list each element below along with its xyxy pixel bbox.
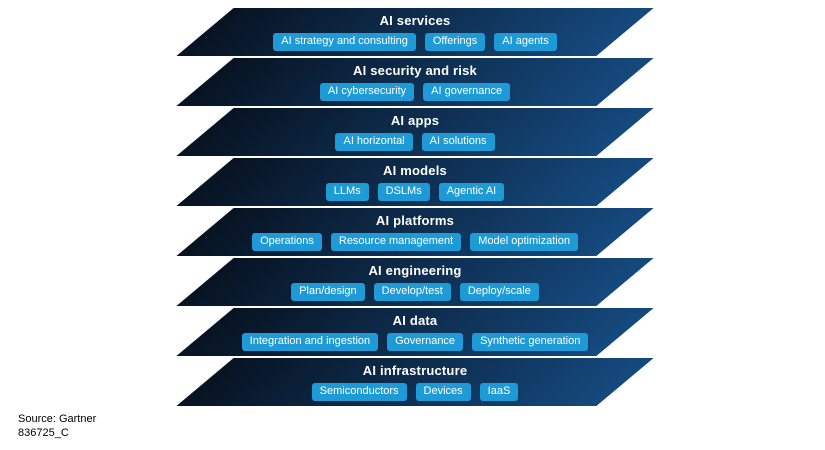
chip: IaaS xyxy=(479,383,519,401)
chip: Integration and ingestion xyxy=(241,333,379,351)
chip-row: AI horizontal AI solutions xyxy=(205,133,625,151)
stack-diagram: AI services AI strategy and consulting Off… xyxy=(0,8,825,408)
chip: AI governance xyxy=(423,83,511,101)
layer-title: AI infrastructure xyxy=(362,363,468,378)
chip: Semiconductors xyxy=(311,383,407,401)
figure-footer: Source: Gartner 836725_C xyxy=(18,412,96,440)
chip-row: Semiconductors Devices IaaS xyxy=(205,383,625,401)
layer: AI services AI strategy and consulting Off… xyxy=(0,8,825,56)
chip: Model optimization xyxy=(470,233,578,251)
layer-title: AI platforms xyxy=(375,213,455,228)
chip: Devices xyxy=(415,383,471,401)
layer-title: AI data xyxy=(392,313,438,328)
layer: AI security and risk AI cybersecurity AI g… xyxy=(0,58,825,106)
chip: DSLMs xyxy=(377,183,430,201)
chip-row: AI strategy and consulting Offerings AI ag… xyxy=(205,33,625,51)
layer-title: AI security and risk xyxy=(353,63,477,78)
chip: Synthetic generation xyxy=(472,333,589,351)
chip-row: Plan/design Develop/test Deploy/scale xyxy=(205,283,625,301)
chip: AI cybersecurity xyxy=(319,83,415,101)
chip: AI agents xyxy=(494,33,557,51)
chip-row: AI cybersecurity AI governance xyxy=(205,83,625,101)
chip: Deploy/scale xyxy=(459,283,539,301)
chip: Governance xyxy=(387,333,464,351)
document-id: 836725_C xyxy=(18,427,69,439)
layer: AI apps AI horizontal AI solutions xyxy=(0,108,825,156)
layer-content: AI apps AI horizontal AI solutions xyxy=(205,108,625,156)
chip: Resource management xyxy=(330,233,462,251)
layer-title: AI apps xyxy=(390,113,440,128)
chip: Operations xyxy=(252,233,322,251)
chip-row: LLMs DSLMs Agentic AI xyxy=(205,183,625,201)
chip-row: Operations Resource management Model optim… xyxy=(205,233,625,251)
layer-content: AI services AI strategy and consulting Off… xyxy=(205,8,625,56)
source-text: Source: Gartner xyxy=(18,413,97,425)
chip-row: Integration and ingestion Governance Synth… xyxy=(205,333,625,351)
layer-title: AI services xyxy=(379,13,451,28)
chip: Plan/design xyxy=(291,283,365,301)
chip: Develop/test xyxy=(373,283,451,301)
chip: AI horizontal xyxy=(335,133,413,151)
layer-title: AI engineering xyxy=(368,263,462,278)
chip: AI strategy and consulting xyxy=(273,33,416,51)
layer-content: AI security and risk AI cybersecurity AI g… xyxy=(205,58,625,106)
chip: LLMs xyxy=(325,183,369,201)
chip: Offerings xyxy=(424,33,486,51)
chip: Agentic AI xyxy=(438,183,505,201)
chip: AI solutions xyxy=(421,133,495,151)
layer-title: AI models xyxy=(383,163,447,178)
